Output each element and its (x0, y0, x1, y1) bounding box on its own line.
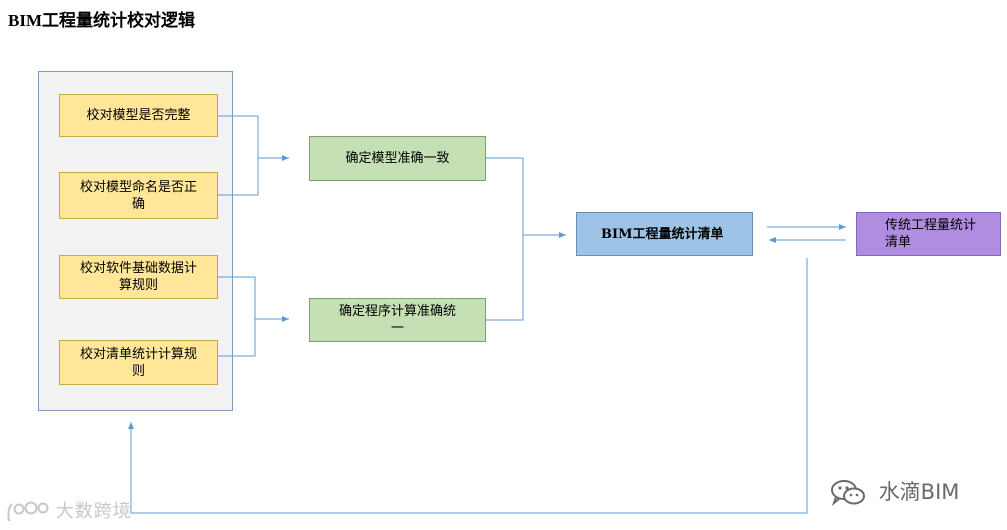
watermark-right-text: 水滴BIM (878, 480, 960, 504)
outcome-model-consistent: 确定模型准确一致 (309, 136, 486, 181)
bim-quantity-list: BIM工程量统计清单 (576, 212, 753, 256)
check-model-naming-label: 校对模型命名是否正确 (79, 179, 197, 212)
outcome-calculation-unified-label: 确定程序计算准确统一 (338, 304, 456, 336)
check-list-rules-label: 校对清单统计计算规则 (79, 346, 197, 379)
check-model-complete: 校对模型是否完整 (59, 94, 218, 137)
wechat-icon (831, 480, 865, 507)
connector-check4-to-join (218, 319, 256, 357)
bim-quantity-list-label: BIM工程量统计清单 (601, 226, 724, 242)
check-model-complete-label: 校对模型是否完整 (86, 108, 191, 123)
watermark-right: 水滴BIM (830, 476, 959, 507)
check-software-rules: 校对软件基础数据计算规则 (59, 255, 218, 299)
watermark-left: 大数跨境 (5, 497, 132, 524)
outcome-model-consistent-label: 确定模型准确一致 (345, 151, 450, 166)
check-model-naming: 校对模型命名是否正确 (59, 172, 218, 219)
watermark-logo-icon (7, 501, 49, 522)
connector-check2-to-join (218, 158, 259, 196)
connector-check3-to-join (218, 276, 256, 319)
check-list-rules: 校对清单统计计算规则 (59, 340, 218, 385)
connector-feedback-loop (128, 258, 808, 514)
check-software-rules-label: 校对软件基础数据计算规则 (79, 261, 197, 293)
traditional-quantity-list: 传统工程量统计清单 (856, 212, 1001, 256)
traditional-quantity-list-label: 传统工程量统计清单 (885, 218, 977, 250)
connector-check1-to-join (218, 115, 259, 158)
connector-outcome1-to-join (486, 157, 524, 235)
connector-outcome2-to-join (486, 235, 524, 321)
watermark-left-text: 大数跨境 (55, 501, 132, 522)
outcome-calculation-unified: 确定程序计算准确统一 (309, 298, 486, 342)
diagram-title: BIM工程量统计校对逻辑 (8, 11, 195, 30)
